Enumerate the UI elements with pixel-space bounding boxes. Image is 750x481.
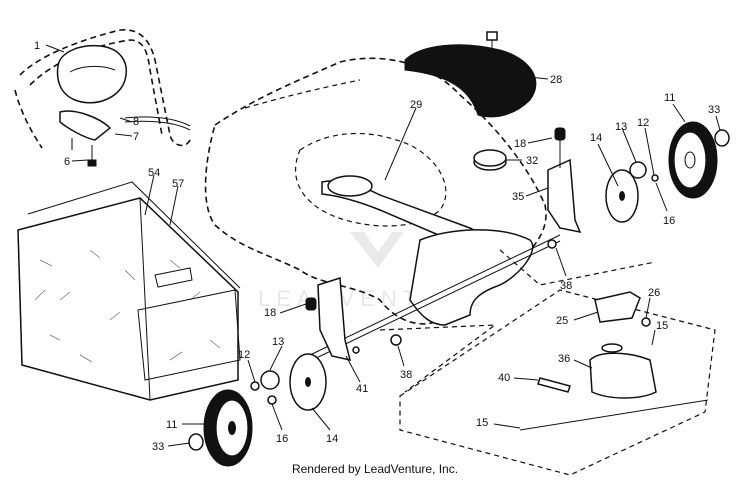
- callout-15a: 15: [656, 320, 668, 332]
- callout-18a: 18: [514, 138, 526, 150]
- callout-29: 29: [410, 99, 422, 111]
- callout-13a: 13: [615, 121, 627, 133]
- callout-7: 7: [133, 131, 139, 143]
- callout-25: 25: [556, 315, 568, 327]
- callout-14a: 14: [590, 132, 602, 144]
- callout-12b: 12: [238, 349, 250, 361]
- callout-32: 32: [526, 155, 538, 167]
- leader-lines: [45, 44, 721, 447]
- callout-38a: 38: [560, 280, 572, 292]
- callout-54: 54: [148, 167, 160, 179]
- grass-catcher: [17, 181, 241, 401]
- handle-assembly: [14, 29, 191, 167]
- right-wheel-assembly: [605, 121, 730, 223]
- callout-38b: 38: [400, 369, 412, 381]
- transmission-group-outline: [399, 289, 716, 476]
- callout-6: 6: [64, 156, 70, 168]
- callout-16a: 16: [663, 215, 675, 227]
- transmission: [519, 291, 709, 431]
- callout-28: 28: [550, 74, 562, 86]
- callout-33b: 33: [152, 441, 164, 453]
- callout-33a: 33: [708, 104, 720, 116]
- callout-14b: 14: [326, 433, 338, 445]
- callout-26: 26: [648, 287, 660, 299]
- callouts: 1 6 7 8 54 57 29 28 18 32 35 14 13 12 11…: [34, 40, 720, 453]
- callout-40: 40: [498, 372, 510, 384]
- callout-18b: 18: [264, 307, 276, 319]
- callout-11a: 11: [664, 92, 675, 104]
- callout-16b: 16: [276, 433, 288, 445]
- pulley: [473, 149, 507, 171]
- callout-12a: 12: [637, 117, 649, 129]
- callout-15b: 15: [476, 417, 488, 429]
- rear-cover: [404, 31, 537, 118]
- render-credit: Rendered by LeadVenture, Inc.: [292, 462, 458, 476]
- left-wheel-assembly: [188, 353, 327, 467]
- callout-13b: 13: [272, 336, 284, 348]
- callout-35: 35: [512, 191, 524, 203]
- callout-8: 8: [133, 116, 139, 128]
- drive-bracket-right: [547, 127, 582, 249]
- lower-link-outline: [379, 324, 497, 393]
- callout-41: 41: [356, 383, 368, 395]
- drive-bracket-left: [305, 276, 402, 361]
- rear-axle: [309, 234, 561, 362]
- callout-11b: 11: [166, 419, 177, 431]
- callout-57: 57: [172, 178, 184, 190]
- callout-36: 36: [558, 353, 570, 365]
- callout-1: 1: [34, 40, 40, 52]
